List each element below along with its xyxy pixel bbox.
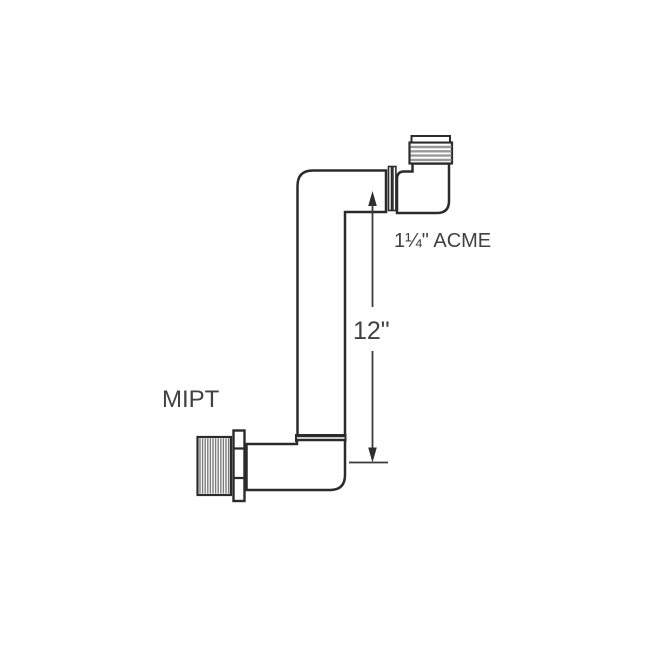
mipt-thread-ridges <box>199 438 230 494</box>
acme-thread-ridges <box>410 145 452 162</box>
mipt-collar-body <box>232 429 246 503</box>
mipt-collar <box>232 429 246 503</box>
acme-label: 1¼" ACME <box>394 230 491 252</box>
mipt-thread <box>196 435 233 497</box>
dimension-arrow-up-icon <box>368 191 377 206</box>
main-pipe <box>296 169 388 438</box>
mipt-label: MIPT <box>162 386 220 413</box>
top-elbow <box>395 162 451 215</box>
dimension-arrow-down-icon <box>368 447 377 463</box>
acme-thread-cap <box>410 135 451 144</box>
top-coupling-ring-1 <box>387 165 393 212</box>
acme-thread <box>408 135 454 165</box>
top-coupling-ring-2 <box>392 165 397 212</box>
mipt-collar-dividers <box>234 447 244 480</box>
dimension-12in: 12" <box>349 191 390 464</box>
bottom-elbow <box>245 438 347 492</box>
mipt-thread-border <box>196 435 233 497</box>
dimension-label: 12" <box>353 317 390 345</box>
